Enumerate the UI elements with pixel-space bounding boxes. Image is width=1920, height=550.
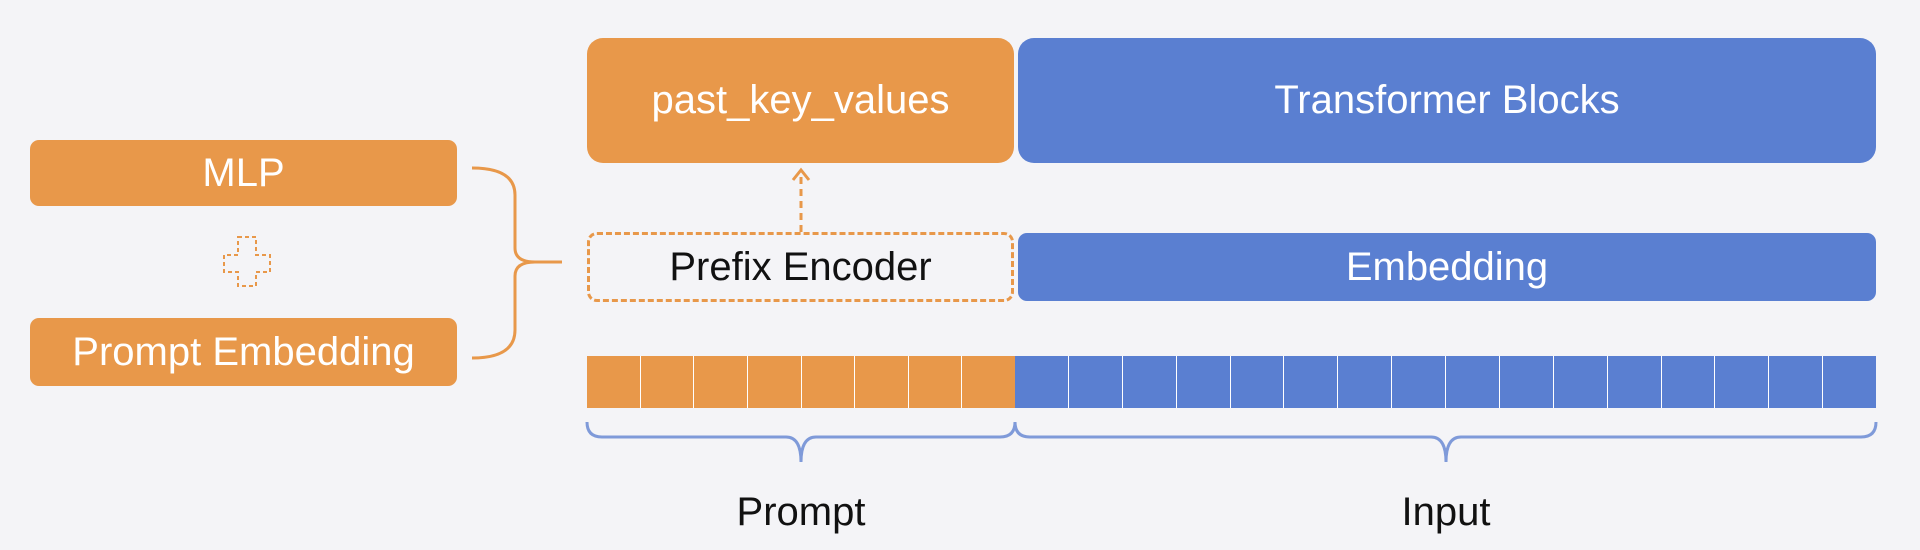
prompt-token — [639, 356, 694, 408]
input-token — [1391, 356, 1445, 408]
input-token — [1283, 356, 1338, 408]
prefix-encoder-label: Prefix Encoder — [669, 244, 932, 289]
input-token — [1768, 356, 1823, 408]
prefix-encoder-box: Prefix Encoder — [587, 232, 1014, 302]
transformer-blocks-box: Transformer Blocks — [1018, 38, 1876, 163]
prompt-token — [800, 356, 855, 408]
prompt-token — [587, 356, 640, 408]
prompt-token — [746, 356, 801, 408]
input-token — [1498, 356, 1553, 408]
prompt-embedding-box: Prompt Embedding — [30, 318, 457, 386]
prompt-token — [854, 356, 908, 408]
past-key-values-box: past_key_values — [587, 38, 1014, 163]
prompt-token — [961, 356, 1015, 408]
embedding-box: Embedding — [1018, 233, 1876, 301]
prompt-token — [907, 356, 962, 408]
past-key-values-label: past_key_values — [651, 78, 950, 122]
input-brace — [1013, 421, 1878, 463]
prompt-token-row — [587, 356, 1015, 408]
input-token — [1552, 356, 1607, 408]
embedding-label: Embedding — [1345, 244, 1549, 289]
input-token-row — [1015, 356, 1876, 408]
input-token — [1175, 356, 1230, 408]
input-token — [1229, 356, 1284, 408]
arrow-head — [791, 167, 811, 181]
prompt-brace — [585, 421, 1017, 463]
prompt-embedding-label: Prompt Embedding — [72, 329, 415, 374]
input-token — [1714, 356, 1769, 408]
input-label: Input — [1401, 490, 1491, 534]
prompt-label: Prompt — [736, 490, 866, 534]
input-token — [1015, 356, 1068, 408]
mlp-label: MLP — [202, 150, 285, 195]
input-token — [1660, 356, 1715, 408]
mlp-box: MLP — [30, 140, 457, 206]
input-token — [1445, 356, 1499, 408]
plus-icon — [223, 236, 271, 287]
prompt-token — [693, 356, 747, 408]
input-token — [1606, 356, 1661, 408]
input-token — [1337, 356, 1392, 408]
input-token — [1067, 356, 1122, 408]
input-token — [1121, 356, 1176, 408]
merge-brace — [471, 166, 562, 360]
input-token — [1822, 356, 1876, 408]
transformer-blocks-label: Transformer Blocks — [1274, 78, 1620, 122]
